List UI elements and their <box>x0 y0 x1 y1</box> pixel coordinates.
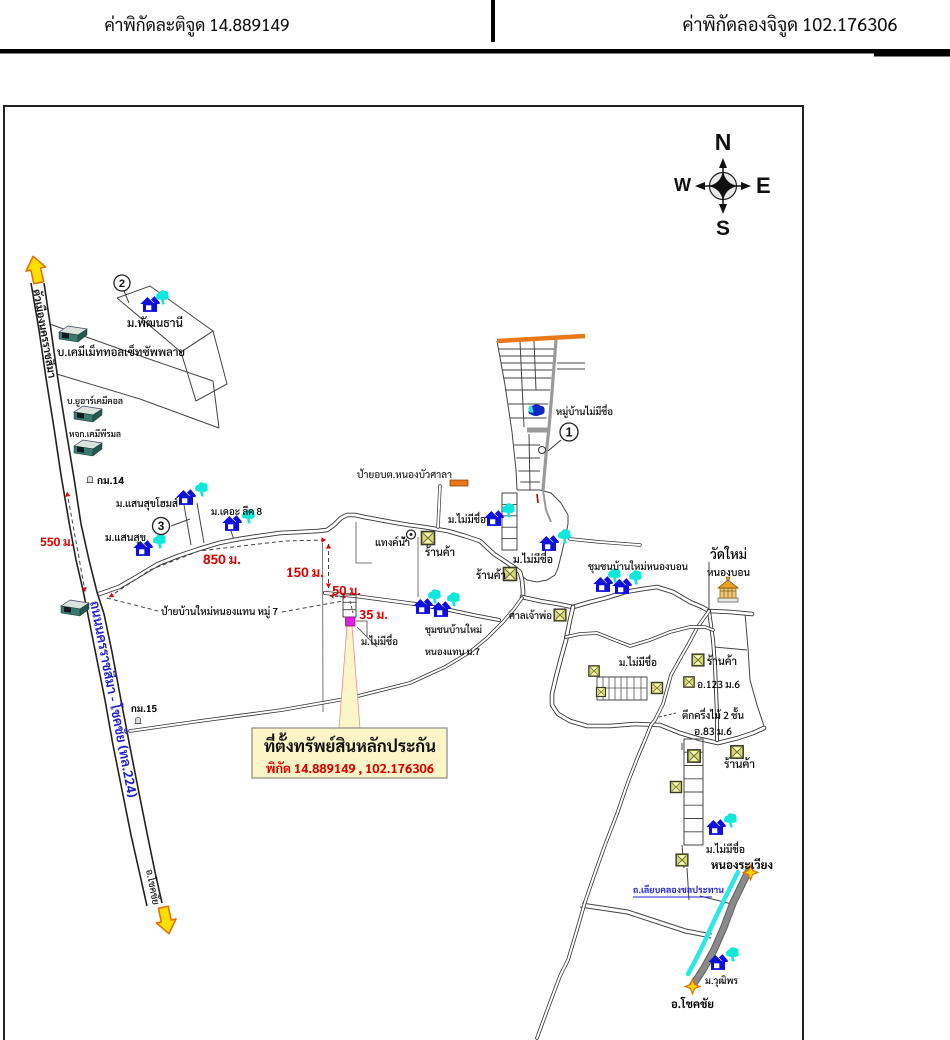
svg-text:E: E <box>756 173 771 198</box>
svg-text:W: W <box>674 175 691 195</box>
svg-text:3: 3 <box>158 519 165 533</box>
svg-text:N: N <box>715 129 732 155</box>
svg-text:2: 2 <box>119 278 125 290</box>
svg-text:S: S <box>716 217 730 240</box>
svg-text:1: 1 <box>565 426 572 440</box>
